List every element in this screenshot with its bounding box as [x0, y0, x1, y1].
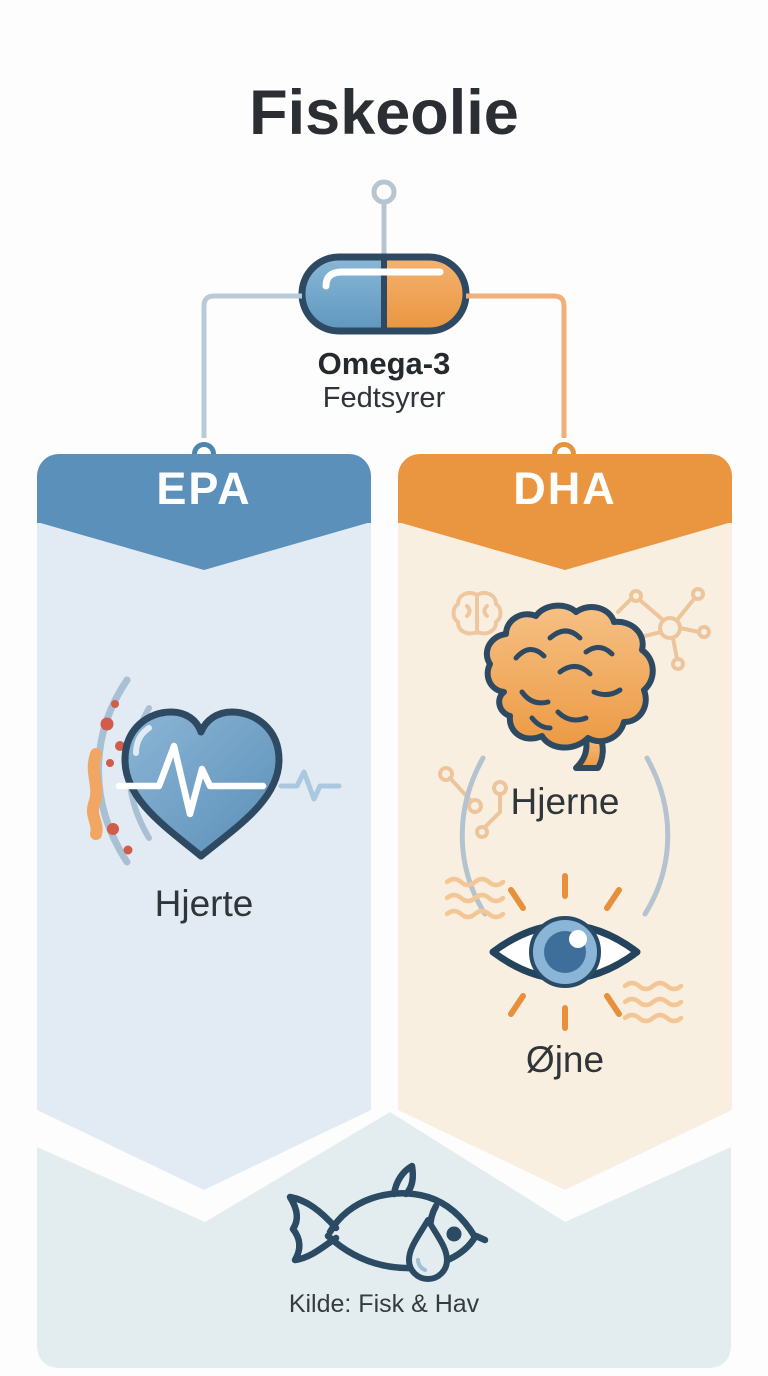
heart-ekg-icon: [87, 676, 342, 866]
wave-squiggle-right-icon: [622, 980, 684, 1024]
mini-brain-icon: [451, 591, 503, 636]
plaque-blob: [87, 748, 103, 840]
dha-item-label-eyes: Øjne: [525, 1039, 605, 1080]
eye-icon: [489, 873, 641, 1031]
fish-oil-drop-icon: [286, 1162, 489, 1282]
pill-capsule-icon: [298, 253, 470, 335]
top-connector-node-icon: [371, 179, 397, 260]
brain-icon: [483, 602, 656, 771]
dha-header-banner: DHA: [398, 454, 732, 523]
ekg-line-white: [115, 742, 267, 818]
wave-squiggle-left-icon: [444, 876, 506, 920]
dha-item-label-brain: Hjerne: [510, 781, 620, 822]
dha-connector-line: [466, 293, 576, 466]
capsule-title: Omega-3: [317, 346, 451, 381]
page-title: Fiskeolie: [249, 78, 519, 148]
eye-rays: [508, 873, 622, 1031]
source-note: Kilde: Fisk & Hav: [288, 1290, 480, 1318]
epa-connector-line: [192, 293, 302, 466]
dha-header-label: DHA: [513, 463, 617, 514]
epa-header-banner: EPA: [37, 454, 371, 523]
blood-cell-dots: [100, 700, 133, 855]
capsule-subtitle: Fedtsyrer: [322, 382, 446, 414]
epa-item-label: Hjerte: [154, 883, 254, 924]
ekg-line-blue: [278, 769, 342, 802]
epa-header-label: EPA: [156, 463, 252, 514]
footer-panel: [37, 1112, 731, 1368]
